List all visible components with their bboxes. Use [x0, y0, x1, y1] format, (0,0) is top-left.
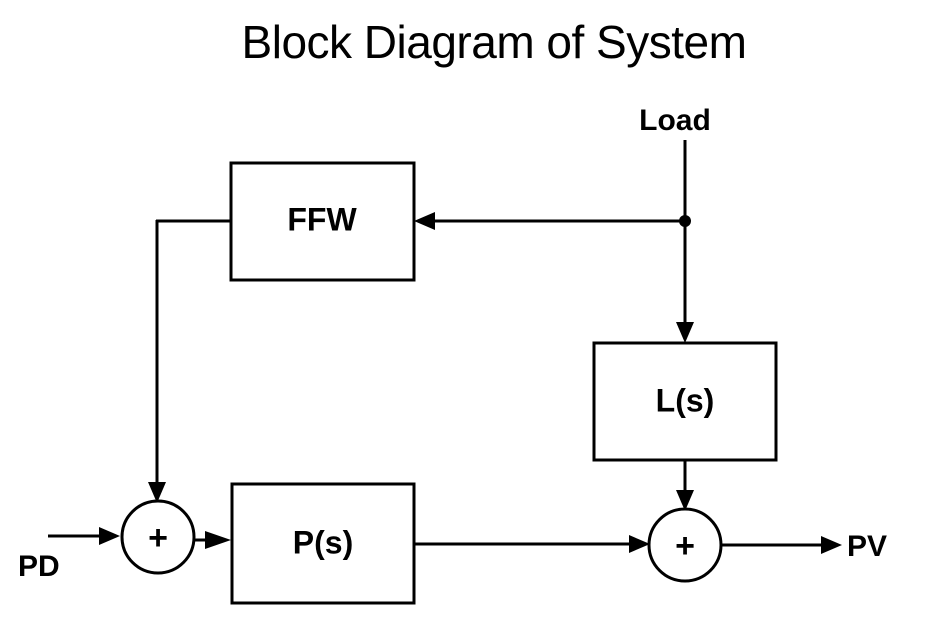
block-ffw[interactable]	[229, 161, 416, 282]
summing-junction-input[interactable]	[120, 499, 196, 575]
wire-load-to-ls	[676, 221, 694, 343]
signal-label-load: Load	[639, 104, 711, 137]
block-label-ps: P(s)	[293, 524, 353, 560]
signal-label-pv: PV	[847, 530, 887, 563]
arrowhead-into-ls	[676, 322, 694, 343]
summing-junction-output-sign: +	[675, 527, 695, 565]
summing-junction-input-sign: +	[148, 519, 168, 557]
block-ls[interactable]	[592, 341, 778, 462]
arrowhead-into-sum-output-top	[676, 490, 694, 511]
block-label-ls: L(s)	[656, 382, 715, 418]
arrowhead-into-sum-input-top	[148, 482, 166, 503]
arrowhead-into-ps	[205, 531, 231, 549]
arrowhead-into-sum-input-left	[99, 527, 120, 545]
wire-sum-input-to-ps	[194, 531, 231, 549]
wire-load-to-ffw	[414, 212, 685, 230]
block-ps[interactable]	[230, 482, 416, 605]
arrowhead-into-sum-output-left	[629, 535, 650, 553]
wire-ps-to-sum-output	[414, 535, 650, 553]
wire-ffw-to-sum-input	[148, 219, 231, 503]
signal-label-pd: PD	[18, 550, 60, 583]
arrowhead-into-ffw	[414, 212, 435, 230]
wire-ls-to-sum-output	[676, 460, 694, 511]
arrowhead-to-pv	[821, 536, 842, 554]
block-label-ffw: FFW	[287, 201, 357, 237]
page-title: Block Diagram of System	[242, 16, 747, 68]
wire-pd-to-sum-input	[48, 527, 120, 545]
wire-sum-output-to-pv	[721, 536, 842, 554]
